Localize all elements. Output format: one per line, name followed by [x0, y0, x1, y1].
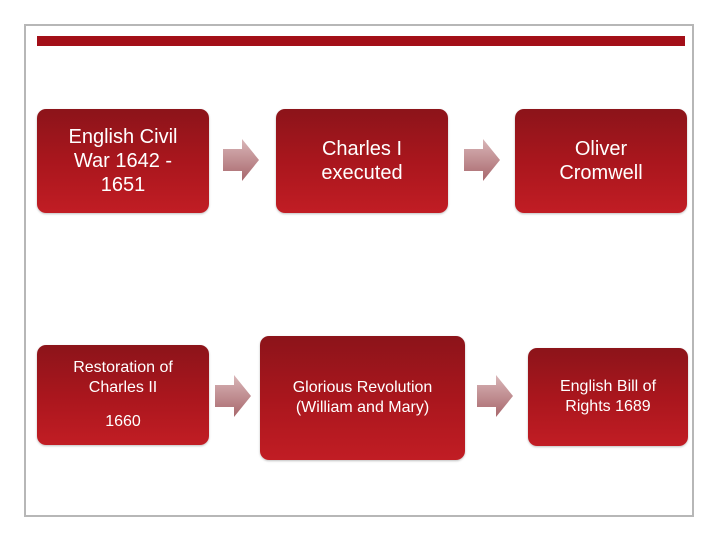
box-charles-i-executed: Charles I executed: [276, 109, 448, 213]
box-oliver-cromwell: Oliver Cromwell: [515, 109, 687, 213]
box-line: executed: [321, 162, 403, 184]
box-line: Cromwell: [559, 162, 643, 184]
arrow-right-icon: [477, 375, 513, 417]
box-line: English Bill of: [559, 378, 657, 395]
title-accent-bar: [37, 36, 685, 46]
box-line: Restoration of: [73, 359, 173, 376]
box-glorious-revolution: Glorious Revolution (William and Mary): [260, 336, 465, 460]
arrow-right-icon: [215, 375, 251, 417]
box-line: Rights 1689: [565, 398, 651, 415]
box-line: Charles II: [88, 379, 158, 396]
box-line: War 1642 -: [73, 150, 173, 172]
box-line: (William and Mary): [295, 399, 430, 416]
box-line: Charles I: [321, 138, 403, 160]
arrow-right-icon: [464, 139, 500, 181]
arrow-right-icon: [223, 139, 259, 181]
box-line: Oliver: [574, 138, 628, 160]
box-english-civil-war: English Civil War 1642 - 1651: [37, 109, 209, 213]
box-year: 1660: [105, 413, 141, 430]
box-english-bill-of-rights: English Bill of Rights 1689: [528, 348, 688, 446]
box-line: 1651: [100, 174, 146, 196]
box-line: Glorious Revolution: [292, 379, 433, 396]
box-restoration-charles-ii: Restoration of Charles II 1660: [37, 345, 209, 445]
box-line: English Civil: [68, 126, 178, 148]
